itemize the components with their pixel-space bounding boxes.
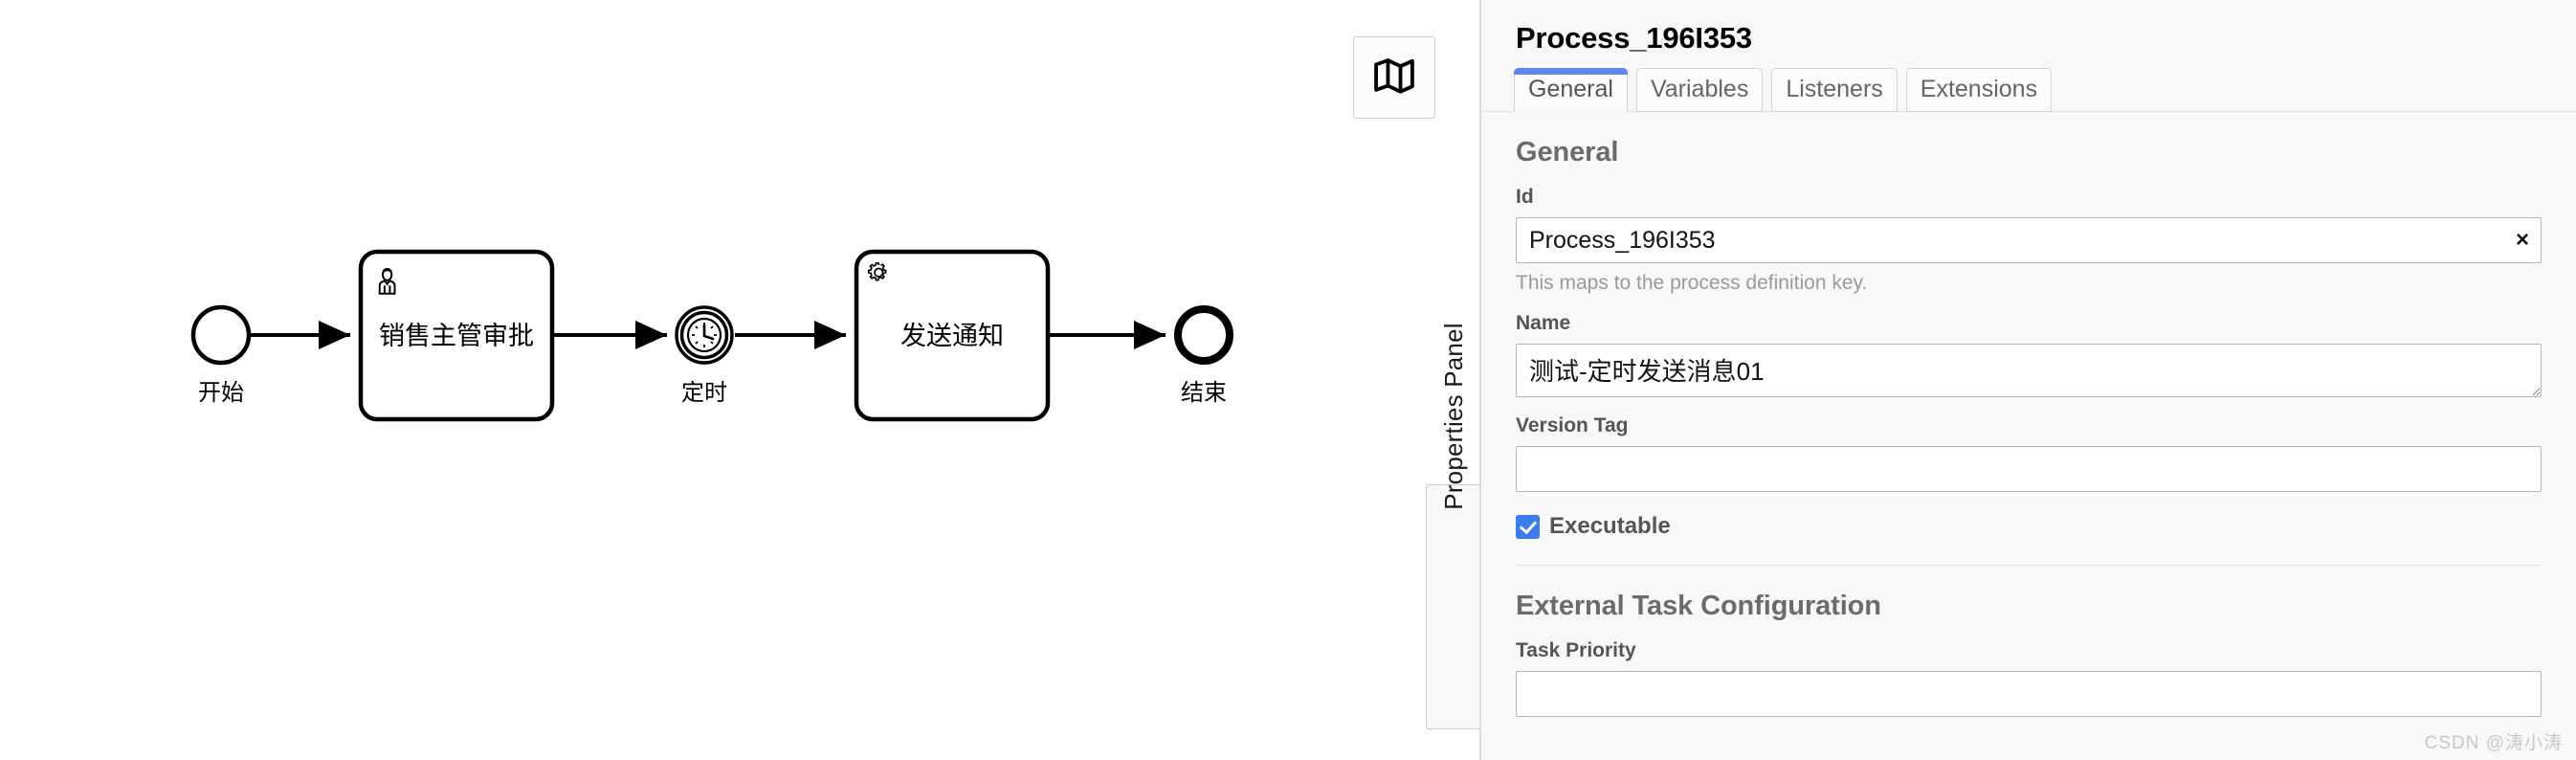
tab-general-label: General [1528, 76, 1613, 102]
field-id: Id × This maps to the process definition… [1516, 186, 2542, 295]
tab-general[interactable]: General [1514, 68, 1628, 112]
task-priority-input[interactable] [1516, 671, 2542, 717]
field-name-label: Name [1516, 312, 1571, 334]
field-version-tag-label: Version Tag [1516, 414, 1629, 436]
bpmn-node-label: 销售主管审批 [379, 322, 534, 350]
general-section: General Id × This maps to the process de… [1481, 137, 2576, 540]
gear-icon [867, 261, 887, 281]
field-version-tag: Version Tag [1516, 414, 2542, 492]
properties-panel: Process_196I353 General Variables Listen… [1479, 0, 2576, 760]
bpmn-node-label-timer: 定时 [681, 380, 727, 406]
properties-panel-toggle-label: Properties Panel [1439, 323, 1468, 510]
bpmn-node-service-task: 发送通知 [854, 249, 1051, 422]
field-id-label: Id [1516, 186, 1534, 208]
bpmn-node-timer-event [675, 305, 734, 365]
bpmn-node-user-task: 销售主管审批 [358, 249, 555, 422]
page-title: Process_196I353 [1516, 21, 1752, 55]
bpmn-node-start-event [190, 304, 252, 366]
bpmn-node-label: 发送通知 [900, 322, 1004, 350]
tab-extensions-label: Extensions [1920, 76, 2038, 102]
external-task-section: External Task Configuration Task Priorit… [1481, 591, 2576, 717]
field-name: Name [1516, 312, 2542, 397]
watermark: CSDN @涛小涛 [2424, 733, 2563, 753]
field-executable: Executable [1516, 513, 2542, 540]
tab-variables[interactable]: Variables [1635, 68, 1764, 112]
bpmn-canvas[interactable]: 销售主管审批 发送通知 开始 定时 结束 [0, 0, 1479, 760]
external-task-section-heading: External Task Configuration [1516, 591, 1881, 621]
field-task-priority: Task Priority [1516, 639, 2542, 717]
tab-variables-label: Variables [1650, 76, 1749, 102]
name-input[interactable] [1516, 344, 2542, 397]
map-icon [1373, 56, 1415, 100]
bpmn-node-label-end: 结束 [1181, 380, 1227, 406]
clock-icon [686, 317, 722, 353]
executable-label: Executable [1549, 513, 1671, 539]
bpmn-node-end-event [1174, 305, 1233, 365]
general-section-heading: General [1516, 137, 1619, 168]
properties-panel-toggle[interactable]: Properties Panel [1426, 323, 1479, 729]
executable-checkbox[interactable] [1516, 514, 1540, 539]
bpmn-diagram[interactable]: 销售主管审批 发送通知 开始 定时 结束 [0, 0, 1479, 760]
bpmn-node-label-start: 开始 [198, 380, 244, 406]
version-tag-input[interactable] [1516, 446, 2542, 492]
clear-icon[interactable]: × [2515, 227, 2529, 253]
tab-listeners[interactable]: Listeners [1771, 68, 1898, 112]
user-icon [378, 268, 396, 295]
id-input[interactable] [1516, 217, 2542, 263]
properties-tabbar: General Variables Listeners Extensions [1481, 56, 2576, 112]
field-id-hint: This maps to the process definition key. [1516, 272, 1868, 294]
tab-listeners-label: Listeners [1786, 76, 1883, 102]
field-task-priority-label: Task Priority [1516, 639, 1636, 661]
section-divider [1516, 565, 2542, 566]
tab-extensions[interactable]: Extensions [1905, 68, 2053, 112]
minimap-toggle-button[interactable] [1353, 36, 1435, 119]
